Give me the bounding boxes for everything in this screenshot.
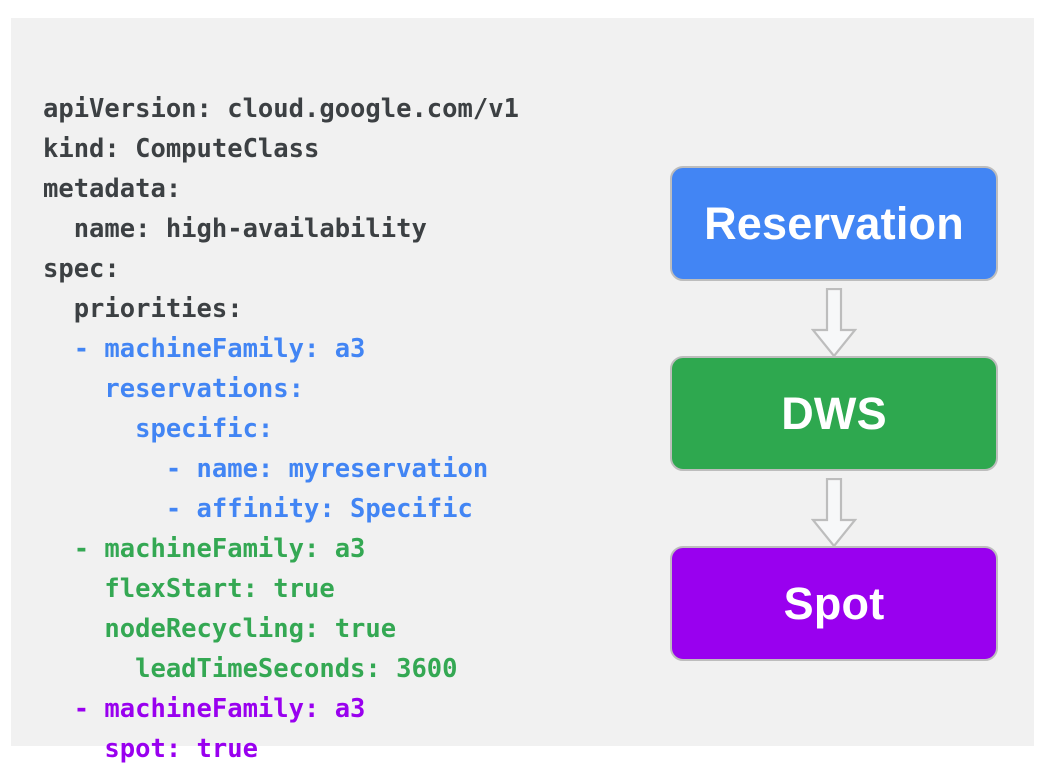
flow-box-dws-label: DWS [781,388,887,439]
priority-flow-diagram: Reservation DWS Spot [670,166,1000,661]
yaml-line: - machineFamily: a3 [43,693,366,724]
yaml-line: nodeRecycling: true [43,613,397,644]
yaml-line: name: high-availability [43,213,427,244]
yaml-line: apiVersion: cloud.google.com/v1 [43,93,519,124]
yaml-line: - name: myreservation [43,453,489,484]
yaml-line: - machineFamily: a3 [43,333,366,364]
flow-box-reservation[interactable]: Reservation [670,166,998,281]
content-card: apiVersion: cloud.google.com/v1 kind: Com… [11,18,1034,764]
flow-box-dws[interactable]: DWS [670,356,998,471]
yaml-line: reservations: [43,373,304,404]
flow-box-spot[interactable]: Spot [670,546,998,661]
yaml-line: spot: true [43,733,258,764]
yaml-line: metadata: [43,173,182,204]
arrow-down-reservation-to-dws-icon [811,288,857,358]
yaml-line: - affinity: Specific [43,493,473,524]
flow-box-reservation-label: Reservation [704,198,964,249]
yaml-line: kind: ComputeClass [43,133,320,164]
yaml-code-block: apiVersion: cloud.google.com/v1 kind: Com… [43,89,633,769]
flow-box-spot-label: Spot [783,578,885,629]
arrow-down-dws-to-spot-icon [811,478,857,548]
yaml-line: flexStart: true [43,573,335,604]
yaml-line: specific: [43,413,274,444]
yaml-line: spec: [43,253,120,284]
yaml-line: priorities: [43,293,243,324]
yaml-line: leadTimeSeconds: 3600 [43,653,458,684]
yaml-line: - machineFamily: a3 [43,533,366,564]
